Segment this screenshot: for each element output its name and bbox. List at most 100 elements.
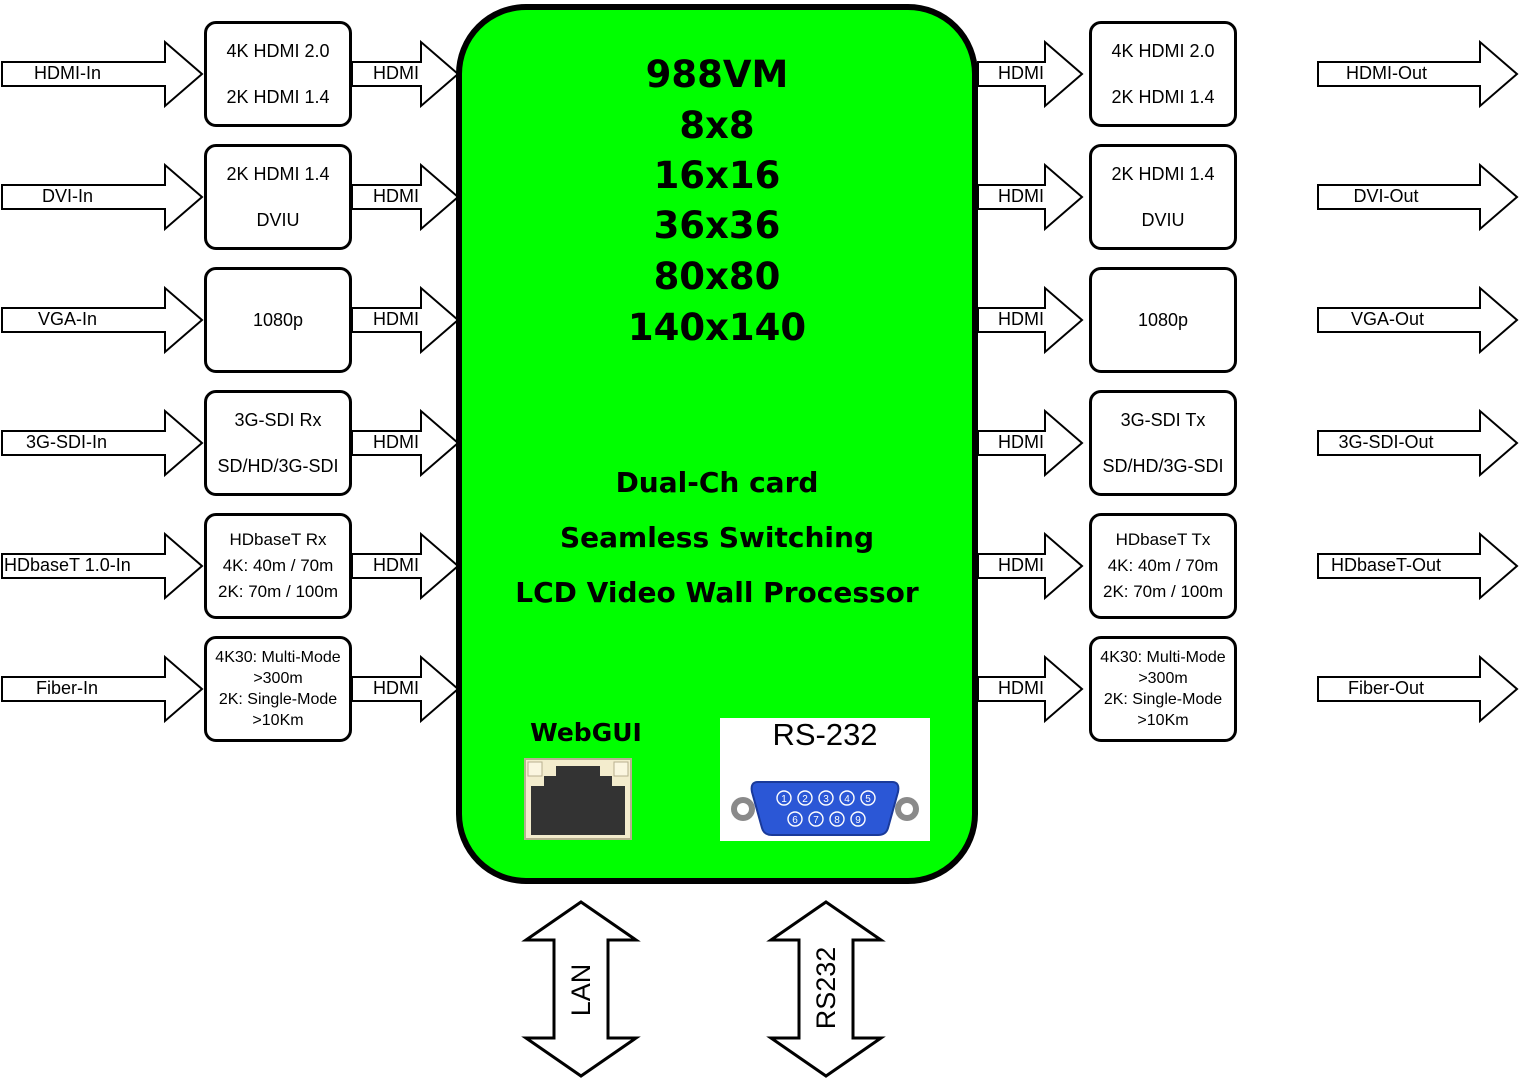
hdmi-link-label: HDMI (372, 555, 420, 575)
hdmi-link-label: HDMI (372, 63, 420, 83)
hdmi-link-label: HDMI (997, 63, 1045, 83)
input-card-line: 2K HDMI 1.4 (226, 87, 330, 107)
hdmi-link-label: HDMI (997, 555, 1045, 575)
db9-pin-number: 9 (855, 815, 861, 826)
input-card-line: 2K: 70m / 100m (217, 582, 338, 601)
db9-pin (787, 811, 803, 827)
output-card-line: 2K: 70m / 100m (1102, 582, 1223, 601)
matrix-size-36x36: 36x36 (653, 204, 781, 247)
input-card: 4K HDMI 2.0 2K HDMI 1.4 (204, 21, 352, 127)
rs232-connector-label: RS-232 (772, 717, 878, 752)
hdmi-link-label: HDMI (997, 309, 1045, 329)
input-card-line: DVIU (256, 210, 300, 230)
rs232-bus-label: RS232 (811, 946, 841, 1030)
webgui-label: WebGUI (530, 718, 642, 747)
input-signal-label: VGA-In (38, 309, 98, 329)
db9-pin-number: 4 (844, 794, 850, 805)
output-card-line: 2K: Single-Mode (1103, 691, 1223, 708)
input-card-line: 2K: Single-Mode (218, 691, 338, 708)
db9-pin (860, 790, 876, 806)
db9-pin (808, 811, 824, 827)
processor-model: 988VM (645, 53, 789, 96)
output-signal-label: 3G-SDI-Out (1336, 432, 1436, 452)
output-card-line: HDbaseT Tx (1115, 530, 1211, 549)
rs232-arrow (766, 900, 886, 1078)
output-card: 4K30: Multi-Mode >300m 2K: Single-Mode >10K… (1089, 636, 1237, 742)
output-signal-label: HDMI-Out (1346, 63, 1427, 83)
output-card-line: SD/HD/3G-SDI (1102, 456, 1224, 476)
db9-pin (829, 811, 845, 827)
db9-pin-number: 8 (834, 815, 840, 826)
output-card-line: >10Km (1137, 712, 1189, 729)
db9-pin (850, 811, 866, 827)
input-signal-label: HDbaseT 1.0-In (4, 555, 131, 575)
hdmi-link-label: HDMI (372, 186, 420, 206)
output-card-line: 4K: 40m / 70m (1107, 556, 1219, 575)
output-card: 3G-SDI Tx SD/HD/3G-SDI (1089, 390, 1237, 496)
output-card-line: 1080p (1137, 310, 1189, 330)
input-card-line: 1080p (252, 310, 304, 330)
input-card-line: >10Km (252, 712, 304, 729)
hdmi-link-label: HDMI (372, 678, 420, 698)
output-card: 4K HDMI 2.0 2K HDMI 1.4 (1089, 21, 1237, 127)
output-card: HDbaseT Tx 4K: 40m / 70m 2K: 70m / 100m (1089, 513, 1237, 619)
input-arrow (1, 162, 204, 232)
db9-pin (839, 790, 855, 806)
output-signal-label: DVI-Out (1351, 186, 1421, 206)
db9-pin-number: 1 (781, 794, 787, 805)
output-card-line: DVIU (1141, 210, 1185, 230)
input-arrow (1, 39, 204, 109)
rj45-port-icon (524, 758, 632, 840)
db9-pin-number: 6 (792, 815, 798, 826)
input-signal-label: DVI-In (42, 186, 94, 206)
hdmi-link-label: HDMI (997, 186, 1045, 206)
output-signal-label: Fiber-Out (1341, 678, 1431, 698)
input-card: 4K30: Multi-Mode >300m 2K: Single-Mode >10K… (204, 636, 352, 742)
input-card: 3G-SDI Rx SD/HD/3G-SDI (204, 390, 352, 496)
matrix-size-8x8: 8x8 (679, 104, 755, 147)
input-card-line: 3G-SDI Rx (234, 410, 322, 430)
output-card-line: 2K HDMI 1.4 (1111, 87, 1215, 107)
input-card-line: 4K: 40m / 70m (222, 556, 334, 575)
output-card-line: 4K HDMI 2.0 (1111, 41, 1215, 61)
input-card-line: 2K HDMI 1.4 (226, 164, 330, 184)
input-signal-label: 3G-SDI-In (26, 432, 108, 452)
input-card-line: HDbaseT Rx (229, 530, 327, 549)
matrix-size-80x80: 80x80 (653, 255, 781, 298)
input-signal-label: Fiber-In (36, 678, 99, 698)
db9-pin (818, 790, 834, 806)
output-card-line: 2K HDMI 1.4 (1111, 164, 1215, 184)
lan-arrow (521, 900, 641, 1078)
input-arrow (1, 654, 204, 724)
hdmi-link-label: HDMI (372, 309, 420, 329)
input-card-line: 4K30: Multi-Mode (215, 649, 341, 666)
matrix-size-16x16: 16x16 (653, 154, 781, 197)
input-card: HDbaseT Rx 4K: 40m / 70m 2K: 70m / 100m (204, 513, 352, 619)
hdmi-link-label: HDMI (372, 432, 420, 452)
feature-dual-ch-card: Dual-Ch card (615, 466, 819, 499)
db9-pin-number: 5 (865, 794, 871, 805)
hdmi-link-label: HDMI (997, 432, 1045, 452)
input-card-line: SD/HD/3G-SDI (217, 456, 339, 476)
output-card-line: >300m (1138, 670, 1188, 687)
db9-pin (776, 790, 792, 806)
feature-lcd-video-wall: LCD Video Wall Processor (515, 576, 919, 609)
output-signal-label: HDbaseT-Out (1331, 555, 1442, 575)
output-card-line: 4K30: Multi-Mode (1100, 649, 1226, 666)
input-card: 1080p (204, 267, 352, 373)
input-card-line: >300m (253, 670, 303, 687)
hdmi-link-label: HDMI (997, 678, 1045, 698)
db9-pin-number: 7 (813, 815, 819, 826)
db9-pin-number: 2 (802, 794, 808, 805)
input-arrow (1, 285, 204, 355)
db9-pin (797, 790, 813, 806)
output-card: 1080p (1089, 267, 1237, 373)
matrix-size-140x140: 140x140 (627, 306, 807, 349)
input-card-line: 4K HDMI 2.0 (226, 41, 330, 61)
output-card-line: 3G-SDI Tx (1120, 410, 1206, 430)
feature-seamless-switching: Seamless Switching (559, 521, 874, 554)
